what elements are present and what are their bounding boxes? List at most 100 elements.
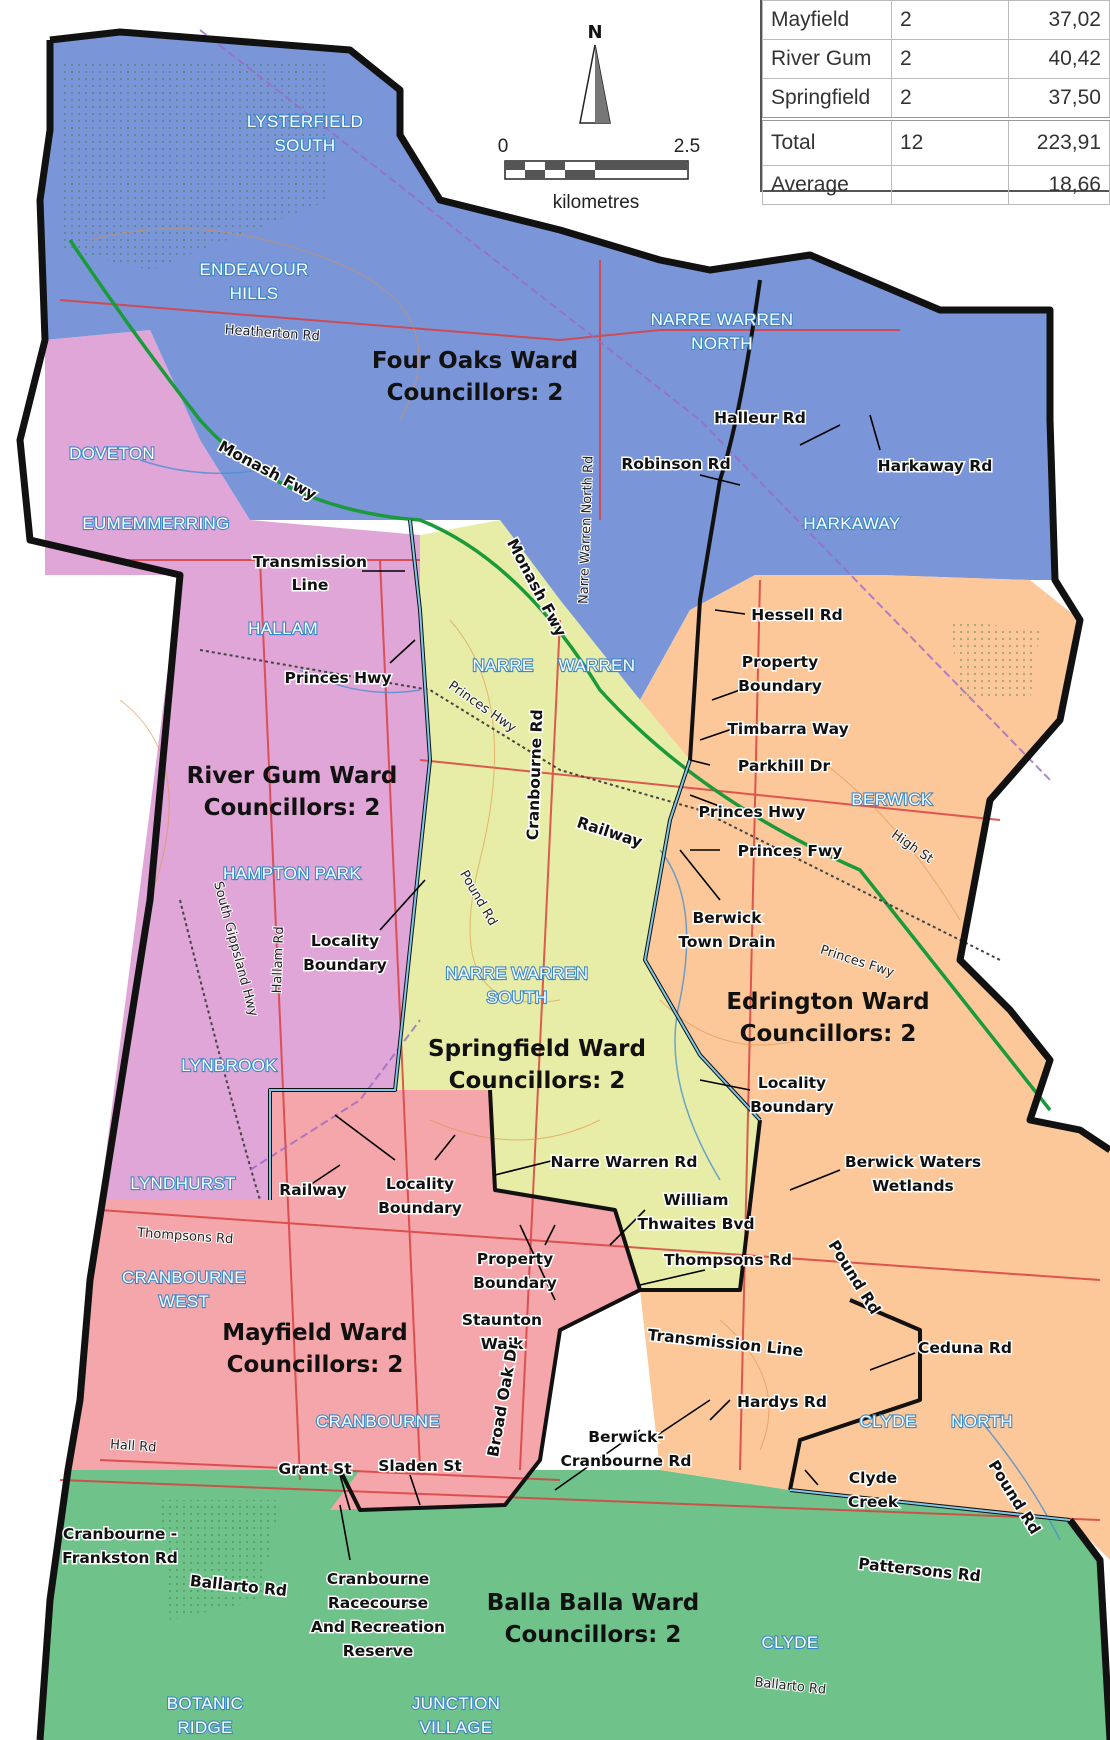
- feature-label: Frankston Rd: [62, 1549, 178, 1567]
- north-arrow: N: [579, 21, 611, 124]
- locality-label: BOTANIC: [167, 1694, 243, 1713]
- feature-label: Timbarra Way: [727, 720, 848, 738]
- ward-areas: [40, 32, 1110, 1740]
- leader-lines: [309, 414, 916, 1561]
- table-cell-voters: 37,50: [1008, 78, 1110, 120]
- feature-label: Locality: [311, 932, 379, 950]
- reserve-pattern: [950, 620, 1040, 700]
- waterways: [139, 459, 1061, 1541]
- table-cell-average-voters: 18,66: [1008, 165, 1110, 205]
- ward-label-edrington: Edrington Ward: [726, 989, 929, 1015]
- table-row: Springfield 2 37,50: [762, 78, 1110, 120]
- locality-label: NORTH: [691, 334, 753, 353]
- locality-label: VILLAGE: [420, 1718, 493, 1737]
- table-cell-ward: River Gum: [762, 39, 892, 79]
- locality-label: LYSTERFIELD: [247, 112, 363, 131]
- feature-label: Boundary: [750, 1098, 834, 1116]
- reserve-pattern: [160, 1500, 280, 1620]
- locality-label: DOVETON: [69, 444, 155, 463]
- feature-label: Locality: [386, 1175, 454, 1193]
- feature-label: Boundary: [378, 1199, 462, 1217]
- ward-area-springfield: [395, 520, 760, 1290]
- feature-label: Railway: [279, 1181, 346, 1199]
- feature-label: Berwick Waters: [845, 1153, 981, 1171]
- feature-label: Thwaites Bvd: [637, 1215, 754, 1233]
- locality-label: NARRE WARREN: [651, 310, 794, 329]
- table-cell-voters: 40,42: [1008, 39, 1110, 79]
- table-cell-average-label: Average: [762, 165, 892, 205]
- table-cell-total-voters: 223,91: [1008, 117, 1110, 166]
- ward-boundary-highlight: [269, 519, 1071, 1521]
- reserve-pattern: [60, 60, 330, 270]
- locality-label: SOUTH: [275, 136, 336, 155]
- ward-area-mayfield: [68, 1090, 640, 1510]
- ward-area-balla-balla: [40, 1470, 1110, 1740]
- table-cell-ward: Springfield: [762, 78, 892, 120]
- table-cell-average-councillors: [891, 165, 1009, 205]
- locality-label: BERWICK: [851, 790, 932, 809]
- feature-label: Sladen St: [378, 1457, 462, 1475]
- locality-label: LYNDHURST: [130, 1174, 235, 1193]
- locality-label: CRANBOURNE: [316, 1412, 440, 1431]
- table-cell-ward: Mayfield: [762, 0, 892, 40]
- road-label: Heatherton Rd: [224, 323, 320, 345]
- scale-end-label: 2.5: [674, 136, 700, 157]
- table-cell-councillors: 2: [891, 39, 1009, 79]
- locality-label: LYNBROOK: [181, 1056, 277, 1075]
- ward-councillors-balla-balla: Councillors: 2: [505, 1622, 682, 1648]
- feature-label: Ceduna Rd: [918, 1339, 1012, 1357]
- feature-label: Clyde: [849, 1469, 897, 1487]
- locality-label: CRANBOURNE: [122, 1268, 246, 1287]
- table-row-average: Average 18,66: [762, 165, 1110, 205]
- ward-label-springfield: Springfield Ward: [428, 1036, 646, 1062]
- feature-label: Parkhill Dr: [738, 757, 831, 775]
- road-network: [59, 260, 1101, 1521]
- feature-label: Property: [477, 1250, 553, 1268]
- locality-labels: LYSTERFIELD SOUTH ENDEAVOUR HILLS NARRE …: [68, 111, 1014, 1738]
- table-cell-total-label: Total: [762, 117, 892, 166]
- locality-label: SOUTH: [487, 988, 548, 1007]
- scale-unit-label: kilometres: [553, 192, 640, 213]
- locality-label: ENDEAVOUR: [199, 260, 308, 279]
- feature-label: Racecourse: [328, 1594, 428, 1612]
- ward-area-edrington: [640, 575, 1110, 1560]
- scale-bar: 0 2.5 kilometres: [498, 136, 701, 213]
- feature-label: Locality: [758, 1074, 826, 1092]
- feature-label: Princes Hwy: [284, 669, 391, 687]
- feature-label: Reserve: [343, 1642, 413, 1660]
- ward-label-four-oaks: Four Oaks Ward: [372, 348, 578, 374]
- ward-label-balla-balla: Balla Balla Ward: [487, 1590, 700, 1616]
- ward-councillors-springfield: Councillors: 2: [449, 1068, 626, 1094]
- ward-labels: Four Oaks Ward Councillors: 2 River Gum …: [187, 348, 930, 1648]
- road-label: Narre Warren North Rd: [576, 456, 596, 605]
- locality-label: HAMPTON PARK: [223, 864, 361, 883]
- locality-label: HILLS: [230, 284, 279, 303]
- feature-label: Boundary: [303, 956, 387, 974]
- locality-label: WEST: [159, 1292, 209, 1311]
- ward-councillors-mayfield: Councillors: 2: [227, 1352, 404, 1378]
- ward-councillors-four-oaks: Councillors: 2: [387, 380, 564, 406]
- feature-label: Princes Hwy: [698, 803, 805, 821]
- feature-label: Robinson Rd: [621, 455, 730, 473]
- feature-label: Princes Fwy: [738, 842, 843, 860]
- table-cell-voters: 37,02: [1008, 0, 1110, 40]
- feature-label: Wetlands: [872, 1177, 954, 1195]
- north-arrow-label: N: [587, 22, 602, 43]
- locality-label: CLYDE: [860, 1412, 917, 1431]
- locality-label: WARREN: [559, 656, 636, 675]
- table-row: Mayfield 2 37,02: [762, 0, 1110, 40]
- feature-label: Cranbourne: [327, 1570, 429, 1588]
- railway-line: [179, 649, 1001, 1201]
- feature-label: Halleur Rd: [714, 409, 806, 427]
- local-streets: [89, 228, 961, 1451]
- feature-label: Staunton: [462, 1311, 542, 1329]
- feature-label: Boundary: [473, 1274, 557, 1292]
- ward-councillors-edrington: Councillors: 2: [740, 1021, 917, 1047]
- ward-councillors-river-gum: Councillors: 2: [204, 795, 381, 821]
- feature-label: Line: [292, 576, 329, 594]
- feature-label: Harkaway Rd: [878, 457, 993, 475]
- locality-label: NARRE WARREN: [446, 964, 589, 983]
- feature-label: Boundary: [738, 677, 822, 695]
- feature-label: And Recreation: [311, 1618, 445, 1636]
